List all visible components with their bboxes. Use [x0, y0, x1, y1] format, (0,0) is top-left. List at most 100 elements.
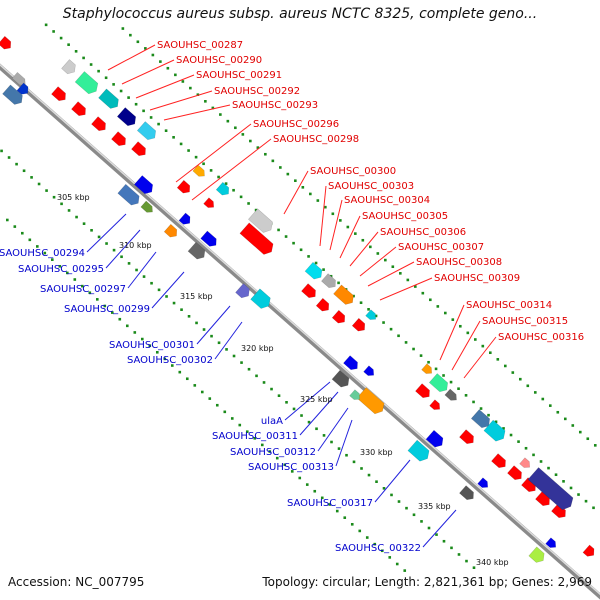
gene-label[interactable]: SAOUHSC_00302	[127, 355, 213, 366]
track-dot	[142, 275, 146, 278]
gene-label[interactable]: SAOUHSC_00292	[214, 86, 300, 97]
gene-feature[interactable]	[16, 82, 31, 97]
gene-feature[interactable]	[315, 297, 332, 313]
gene-feature[interactable]	[239, 222, 276, 257]
gene-feature[interactable]	[545, 537, 559, 551]
gene-label[interactable]: SAOUHSC_00309	[434, 273, 520, 284]
gene-feature[interactable]	[333, 284, 357, 307]
gene-feature[interactable]	[519, 457, 533, 471]
gene-label[interactable]: SAOUHSC_00312	[230, 447, 316, 458]
label-leader	[374, 459, 411, 503]
gene-feature[interactable]	[187, 241, 208, 262]
track-dot	[226, 119, 230, 123]
gene-feature[interactable]	[528, 546, 547, 565]
gene-label[interactable]: SAOUHSC_00293	[232, 100, 318, 111]
gene-label[interactable]: SAOUHSC_00307	[398, 242, 484, 253]
gene-feature[interactable]	[470, 409, 492, 431]
gene-label[interactable]: SAOUHSC_00315	[482, 316, 568, 327]
gene-label[interactable]: SAOUHSC_00322	[335, 543, 421, 554]
gene-feature[interactable]	[365, 309, 379, 323]
gene-feature[interactable]	[203, 197, 217, 211]
gene-label[interactable]: SAOUHSC_00295	[18, 264, 104, 275]
gene-label[interactable]: SAOUHSC_00313	[248, 462, 334, 473]
gene-feature[interactable]	[111, 131, 128, 149]
gene-feature[interactable]	[301, 283, 318, 301]
gene-feature[interactable]	[428, 373, 450, 395]
track-dot	[436, 305, 440, 308]
gene-feature[interactable]	[140, 200, 155, 215]
gene-feature[interactable]	[250, 288, 274, 311]
gene-feature[interactable]	[178, 212, 193, 227]
gene-feature[interactable]	[51, 86, 68, 104]
gene-label[interactable]: SAOUHSC_00299	[64, 304, 150, 315]
gene-feature[interactable]	[71, 101, 88, 119]
gene-feature[interactable]	[304, 261, 325, 282]
gene-label[interactable]: SAOUHSC_00301	[109, 340, 195, 351]
gene-label[interactable]: SAOUHSC_00314	[466, 300, 552, 311]
gene-feature[interactable]	[483, 419, 508, 444]
gene-feature[interactable]	[200, 230, 220, 249]
gene-label[interactable]: SAOUHSC_00298	[273, 134, 359, 145]
gene-label[interactable]: SAOUHSC_00304	[344, 195, 430, 206]
gene-feature[interactable]	[459, 429, 476, 447]
gene-feature[interactable]	[117, 183, 142, 208]
gene-label[interactable]: SAOUHSC_00290	[176, 55, 262, 66]
gene-feature[interactable]	[351, 317, 368, 333]
gene-feature[interactable]	[133, 175, 155, 197]
gene-feature[interactable]	[116, 107, 138, 129]
track-dot	[279, 166, 282, 169]
gene-feature[interactable]	[343, 355, 360, 373]
gene-feature[interactable]	[0, 35, 14, 51]
gene-feature[interactable]	[491, 453, 508, 471]
gene-label[interactable]: SAOUHSC_00300	[310, 166, 396, 177]
gene-feature[interactable]	[74, 71, 101, 96]
track-dot	[434, 367, 438, 371]
label-leader	[135, 74, 195, 99]
gene-label[interactable]: SAOUHSC_00317	[287, 498, 373, 509]
gene-feature[interactable]	[192, 164, 207, 179]
gene-feature[interactable]	[91, 116, 108, 134]
gene-feature[interactable]	[477, 477, 491, 491]
gene-feature[interactable]	[248, 208, 275, 235]
gene-feature[interactable]	[407, 439, 432, 464]
gene-feature[interactable]	[136, 121, 158, 143]
gene-feature[interactable]	[321, 273, 338, 291]
gene-label[interactable]: SAOUHSC_00303	[328, 181, 414, 192]
gene-feature[interactable]	[235, 283, 253, 301]
gene-feature[interactable]	[163, 223, 180, 239]
gene-feature[interactable]	[331, 309, 348, 325]
gene-feature[interactable]	[176, 179, 193, 195]
gene-feature[interactable]	[582, 544, 597, 559]
gene-feature[interactable]	[61, 59, 79, 77]
gene-label[interactable]: SAOUHSC_00291	[196, 70, 282, 81]
gene-feature[interactable]	[527, 467, 576, 512]
gene-feature[interactable]	[215, 181, 232, 197]
track-dot	[196, 93, 200, 96]
gene-label[interactable]: SAOUHSC_00296	[253, 119, 339, 130]
gene-label[interactable]: SAOUHSC_00297	[40, 284, 126, 295]
gene-feature[interactable]	[425, 429, 446, 450]
gene-feature[interactable]	[429, 399, 443, 413]
gene-feature[interactable]	[415, 383, 432, 401]
gene-feature[interactable]	[444, 388, 459, 403]
gene-feature[interactable]	[98, 88, 122, 111]
gene-feature[interactable]	[363, 365, 377, 379]
gene-label[interactable]: SAOUHSC_00305	[362, 211, 448, 222]
gene-label[interactable]: SAOUHSC_00287	[157, 40, 243, 51]
gene-label[interactable]: SAOUHSC_00308	[416, 257, 502, 268]
track-dot	[350, 523, 354, 526]
gene-label[interactable]: ulaA	[261, 416, 283, 427]
gene-feature[interactable]	[459, 485, 476, 503]
gene-feature[interactable]	[507, 465, 524, 483]
gene-feature[interactable]	[131, 141, 148, 159]
gene-feature[interactable]	[349, 389, 363, 403]
gene-feature[interactable]	[331, 369, 352, 390]
label-leader	[214, 321, 243, 360]
gene-label[interactable]: SAOUHSC_00294	[0, 248, 85, 259]
gene-label[interactable]: SAOUHSC_00316	[498, 332, 584, 343]
gene-label[interactable]: SAOUHSC_00306	[380, 227, 466, 238]
gene-feature[interactable]	[2, 84, 26, 107]
gene-feature[interactable]	[421, 363, 435, 377]
track-dot	[365, 536, 369, 539]
gene-label[interactable]: SAOUHSC_00311	[212, 431, 298, 442]
